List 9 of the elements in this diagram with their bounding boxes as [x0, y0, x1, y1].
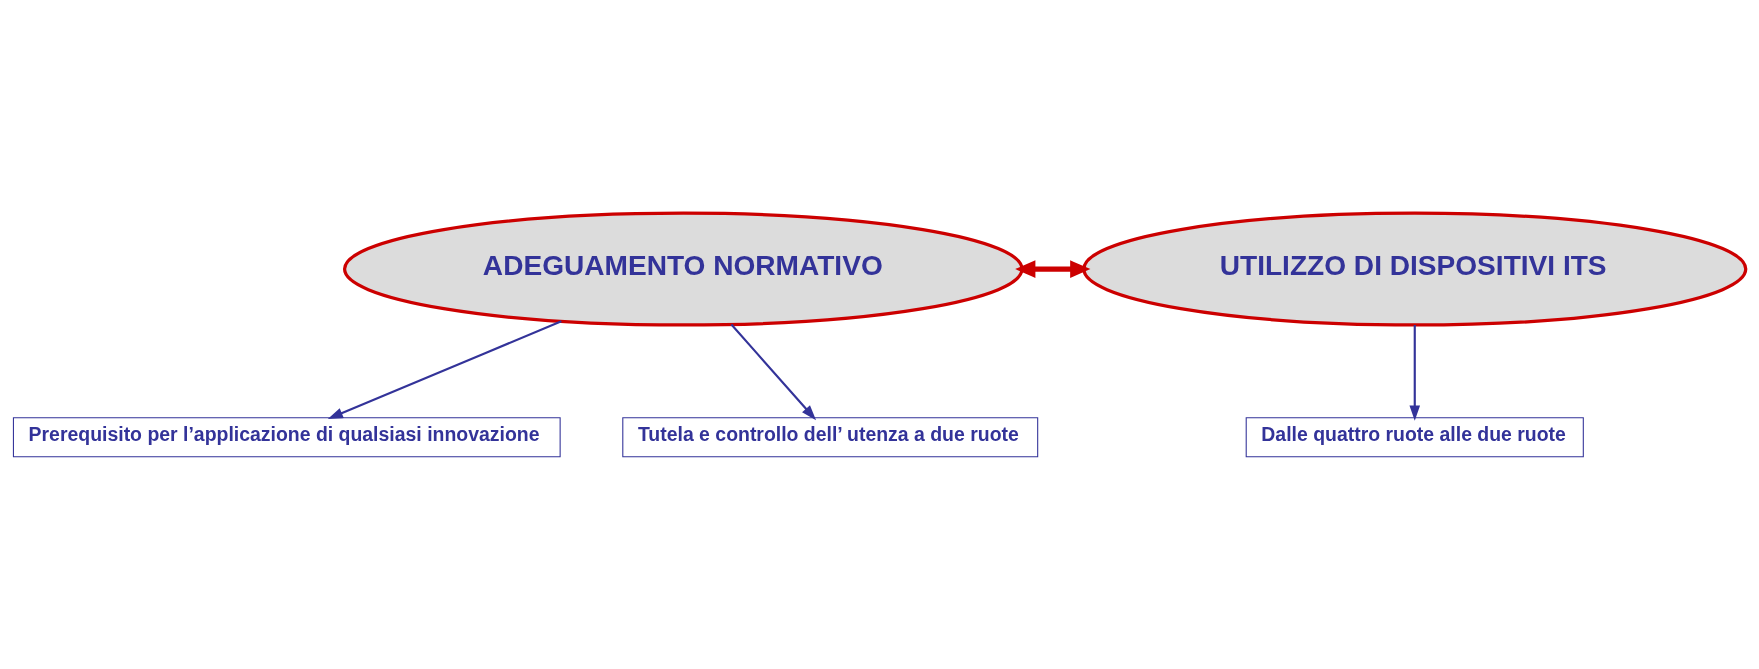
node-box: Dalle quattro ruote alle due ruote [1245, 416, 1584, 457]
arrow [1015, 259, 1091, 278]
node-ellipse: UTILIZZO DI DISPOSITIVI ITS [1082, 211, 1748, 327]
arrow [327, 319, 562, 419]
node-box: Prerequisito per l’applicazione di qualsiasi innovazione [12, 416, 561, 457]
node-ellipse: ADEGUAMENTO NORMATIVO [342, 211, 1024, 327]
arrow [730, 323, 817, 420]
arrow [1409, 324, 1421, 421]
node-box: Tutela e controllo dell’ utenza a due ruote [622, 416, 1039, 457]
